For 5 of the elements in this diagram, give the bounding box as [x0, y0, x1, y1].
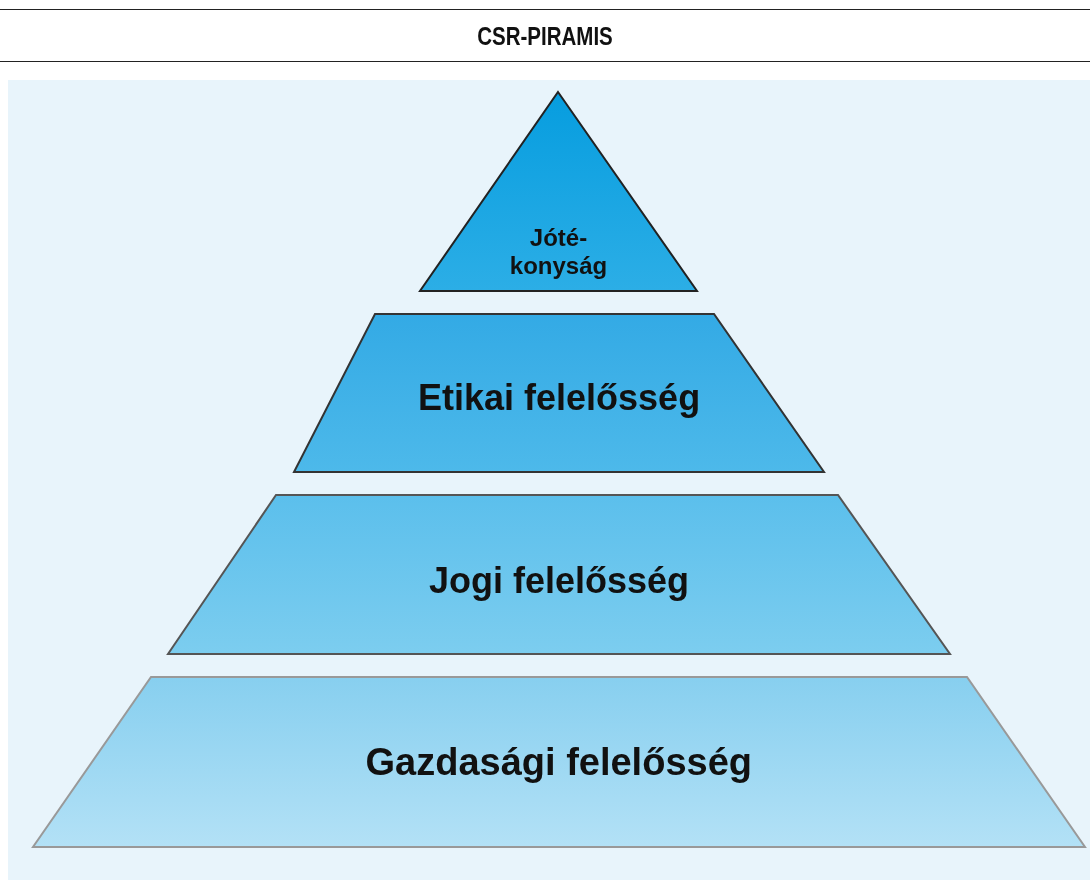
tier-label: Gazdasági felelősség — [365, 739, 752, 785]
tier-label: Jogi felelősség — [429, 558, 690, 602]
tier-label: Jóté- konyság — [508, 223, 609, 282]
tier-label: Etikai felelősség — [418, 376, 701, 420]
diagram-title: CSR-PIRAMIS — [477, 21, 613, 50]
